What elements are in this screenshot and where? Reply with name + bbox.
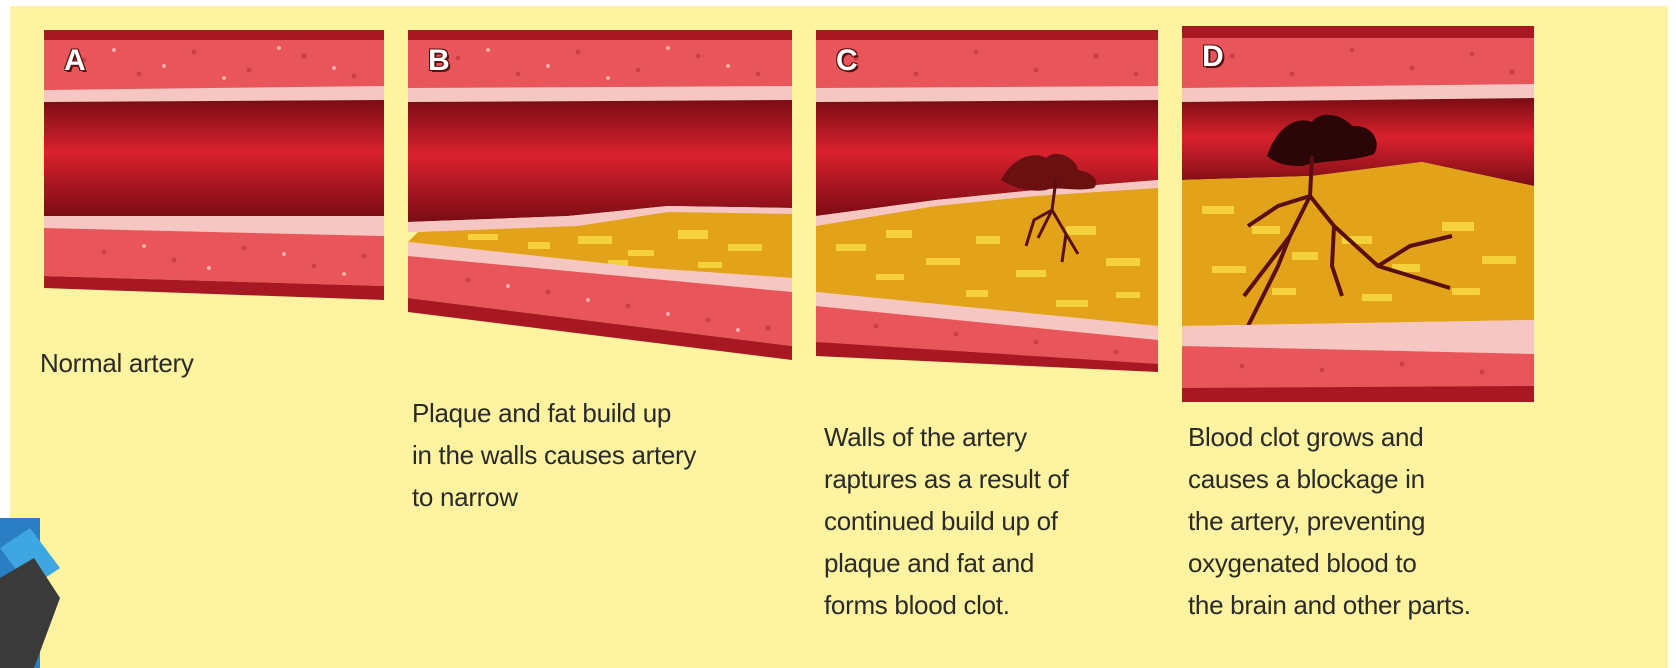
panel-c-ruptured-artery: C bbox=[816, 30, 1158, 372]
panel-a-normal-artery: A bbox=[44, 30, 384, 300]
panel-a-letter: A bbox=[64, 44, 87, 78]
panel-c-letter: C bbox=[836, 44, 859, 78]
panel-b-narrowing-artery: B bbox=[408, 30, 792, 360]
caption-wall-rupture: Walls of the artery raptures as a result… bbox=[824, 416, 1069, 626]
artery-blockage-illustration bbox=[1182, 26, 1534, 402]
artery-normal-illustration bbox=[44, 30, 384, 300]
corner-decoration-shape bbox=[0, 518, 60, 668]
caption-normal-artery: Normal artery bbox=[40, 342, 194, 384]
caption-plaque-buildup: Plaque and fat build up in the walls cau… bbox=[412, 392, 696, 518]
panel-b-letter: B bbox=[428, 44, 451, 78]
artery-rupture-illustration bbox=[816, 30, 1158, 372]
panel-d-letter: D bbox=[1202, 40, 1225, 74]
panel-d-blocked-artery: D bbox=[1182, 26, 1534, 402]
artery-narrowing-illustration bbox=[408, 30, 792, 360]
caption-blood-clot-blockage: Blood clot grows and causes a blockage i… bbox=[1188, 416, 1471, 626]
artery-diagram: A bbox=[10, 6, 1668, 668]
